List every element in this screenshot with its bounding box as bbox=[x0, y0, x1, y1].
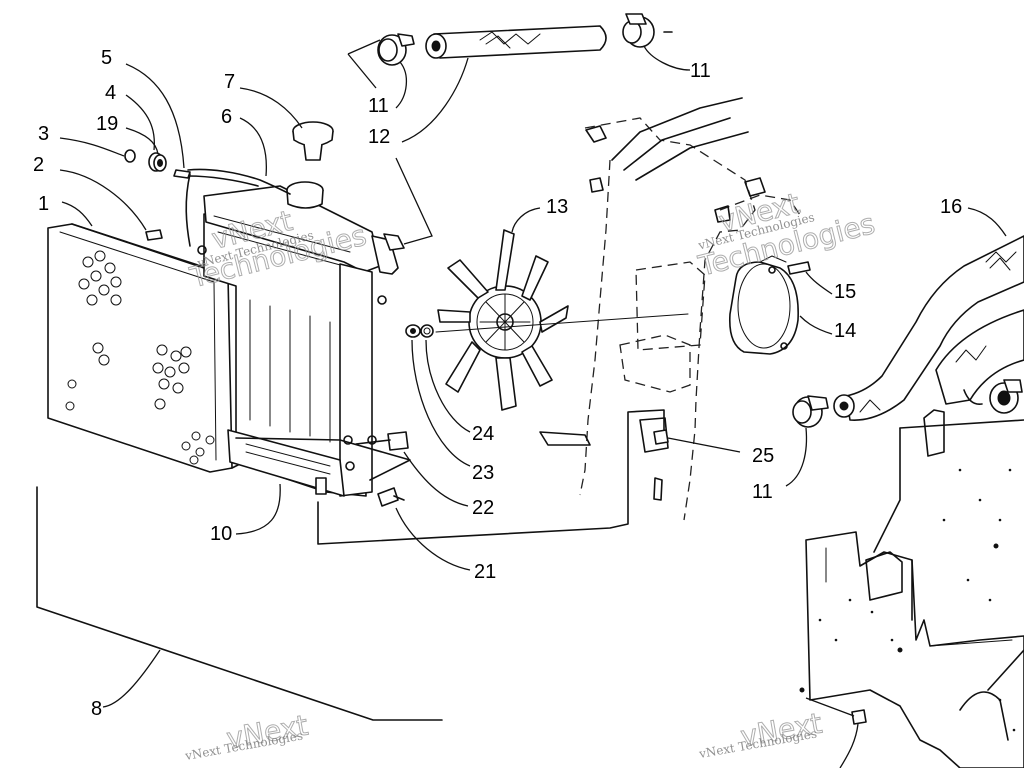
callout-22: 22 bbox=[472, 497, 494, 519]
watermark-1: vNext Technologies vNext Technologies bbox=[186, 204, 370, 295]
hose-clamp-right bbox=[963, 379, 1023, 414]
bracket-22 bbox=[235, 431, 469, 507]
callout-25: 25 bbox=[752, 445, 774, 467]
callout-labels: 1 2 3 4 5 6 7 8 10 11 11 11 12 13 14 15 … bbox=[33, 47, 962, 720]
callout-16: 16 bbox=[940, 196, 962, 218]
callout-5: 5 bbox=[101, 47, 112, 69]
callout-14: 14 bbox=[834, 320, 856, 342]
upper-hose-12 bbox=[401, 25, 607, 143]
fan-shaft-line bbox=[435, 313, 689, 333]
chassis-frame bbox=[539, 97, 801, 521]
lower-hose-16 bbox=[833, 207, 1024, 421]
watermark-3: vNext vNext Technologies bbox=[183, 708, 311, 763]
callout-11-b: 11 bbox=[690, 60, 711, 82]
panel-stipple bbox=[818, 468, 1016, 732]
shroud-holes bbox=[65, 250, 215, 465]
callout-4: 4 bbox=[105, 82, 116, 104]
filler-neck-6 bbox=[185, 117, 324, 247]
motor-screw-15 bbox=[787, 261, 833, 295]
callout-1: 1 bbox=[38, 193, 49, 215]
watermark-4: vNext vNext Technologies bbox=[697, 706, 825, 761]
hose-clamp-11-a bbox=[347, 33, 415, 109]
clip-25 bbox=[653, 429, 741, 453]
cooling-fan-13 bbox=[437, 207, 569, 411]
callout-23: 23 bbox=[472, 462, 494, 484]
radiator-10 bbox=[197, 185, 405, 535]
side-panel bbox=[799, 409, 1024, 768]
hose-clamp-11-c bbox=[785, 395, 829, 487]
watermark-2: vNext Technologies vNext Technologies bbox=[694, 186, 878, 283]
callout-19: 19 bbox=[96, 113, 118, 135]
callout-2: 2 bbox=[33, 154, 44, 176]
callout-6: 6 bbox=[221, 106, 232, 128]
callout-10: 10 bbox=[210, 523, 232, 545]
fan-motor-14 bbox=[728, 255, 833, 355]
callout-11-a: 11 bbox=[368, 95, 389, 117]
callout-12: 12 bbox=[368, 126, 390, 148]
callout-15: 15 bbox=[834, 281, 856, 303]
callout-13: 13 bbox=[546, 196, 568, 218]
callout-11-c: 11 bbox=[752, 481, 773, 503]
fan-nut-washer-23-24 bbox=[405, 324, 471, 467]
fittings-3-4-5-19 bbox=[59, 63, 191, 179]
bracket-8 bbox=[36, 486, 443, 721]
callout-8: 8 bbox=[91, 698, 102, 720]
radiator-cap-7 bbox=[239, 87, 334, 161]
bolt-21 bbox=[317, 409, 665, 571]
callout-24: 24 bbox=[472, 423, 494, 445]
callout-7: 7 bbox=[224, 71, 235, 93]
callout-21: 21 bbox=[474, 561, 496, 583]
callout-3: 3 bbox=[38, 123, 49, 145]
leader-12-bracket bbox=[395, 157, 433, 245]
screw-2 bbox=[59, 169, 163, 241]
hose-clamp-11-b bbox=[622, 13, 691, 71]
